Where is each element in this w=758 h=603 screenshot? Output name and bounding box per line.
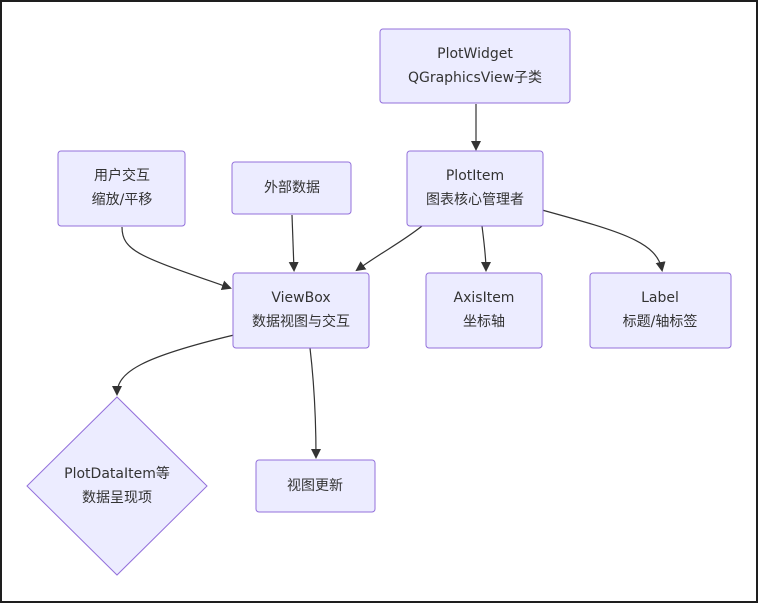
edge-viewbox-update <box>309 347 321 459</box>
node-plotdataitem-title: PlotDataItem等 <box>64 465 170 482</box>
node-plotitem-subtitle: 图表核心管理者 <box>426 192 524 208</box>
node-plotdataitem[interactable]: PlotDataItem等 数据呈现项 <box>26 396 208 576</box>
node-plotdataitem-subtitle: 数据呈现项 <box>82 490 152 506</box>
edge-plotitem-axisitem <box>480 225 491 272</box>
edge-external-viewbox <box>288 214 299 272</box>
node-axisitem-subtitle: 坐标轴 <box>463 314 505 330</box>
edge-plotitem-viewbox <box>355 225 423 272</box>
node-external-data[interactable]: 外部数据 <box>231 161 352 215</box>
node-axisitem[interactable]: AxisItem 坐标轴 <box>425 272 543 349</box>
node-viewbox-title: ViewBox <box>271 290 330 306</box>
node-user-interaction-subtitle: 缩放/平移 <box>92 192 153 208</box>
edge-plotitem-label <box>541 209 666 272</box>
node-label-title: Label <box>641 290 679 306</box>
edge-viewbox-plotdataitem <box>112 334 235 396</box>
node-view-update[interactable]: 视图更新 <box>255 459 376 513</box>
node-plotitem-title: PlotItem <box>446 168 504 184</box>
edges <box>112 104 666 459</box>
node-label-subtitle: 标题/轴标签 <box>623 313 698 330</box>
node-plotwidget[interactable]: PlotWidget QGraphicsView子类 <box>379 28 571 104</box>
node-label[interactable]: Label 标题/轴标签 <box>589 272 732 349</box>
node-plotwidget-title: PlotWidget <box>437 46 513 62</box>
node-plotitem[interactable]: PlotItem 图表核心管理者 <box>406 150 544 227</box>
node-viewbox-subtitle: 数据视图与交互 <box>252 313 350 330</box>
node-user-interaction[interactable]: 用户交互 缩放/平移 <box>57 150 186 227</box>
node-view-update-title: 视图更新 <box>287 478 343 494</box>
node-viewbox[interactable]: ViewBox 数据视图与交互 <box>232 272 370 349</box>
node-external-data-title: 外部数据 <box>264 180 320 196</box>
node-plotwidget-subtitle: QGraphicsView子类 <box>408 70 542 86</box>
node-user-interaction-title: 用户交互 <box>94 167 150 184</box>
edge-user-viewbox <box>121 226 232 291</box>
node-axisitem-title: AxisItem <box>454 290 515 306</box>
